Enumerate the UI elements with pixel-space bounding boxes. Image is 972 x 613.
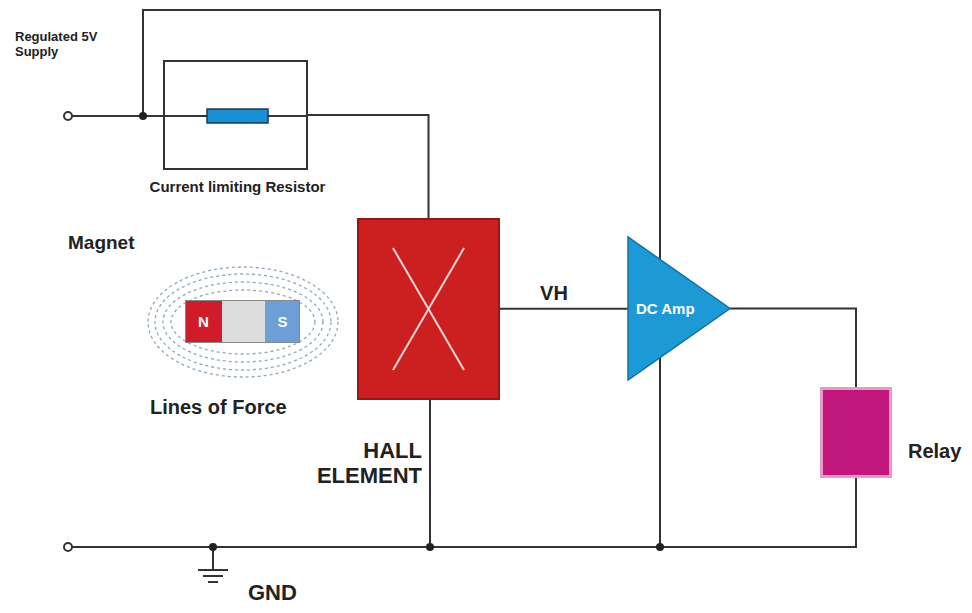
supply-wires (64, 10, 857, 582)
resistor-lead (163, 115, 207, 117)
junction-dot (139, 112, 147, 120)
field-line (148, 267, 338, 377)
resistor-caption: Current limiting Resistor (145, 178, 330, 195)
junction-dot (656, 543, 664, 551)
supply-terminal (64, 112, 72, 120)
hall-element: HALL ELEMENT (357, 218, 500, 400)
amp-shape (628, 237, 730, 380)
magnet-label: Magnet (68, 232, 135, 254)
magnet: NS (185, 300, 300, 343)
relay-label: Relay (908, 440, 961, 463)
supply-label: Regulated 5V Supply (15, 30, 115, 60)
ground-symbol (208, 581, 218, 583)
south-pole (265, 300, 300, 343)
hall-cross-line (393, 248, 464, 370)
north-pole (185, 300, 222, 343)
ground-rail (72, 546, 857, 548)
amp-ground-wire (659, 358, 661, 547)
hall-caption: HALL ELEMENT (292, 438, 422, 489)
hall-cross-line (393, 248, 464, 370)
resistor-box: Current limiting Resistor (163, 60, 308, 170)
relay-coil: Relay (820, 387, 892, 478)
junction-dot (209, 543, 217, 551)
ground-label: GND (248, 580, 297, 605)
wire (500, 308, 628, 310)
field-line (155, 274, 331, 370)
hall-ground-wire (429, 400, 431, 547)
relay-ground-wire (855, 478, 857, 547)
field-label: Lines of Force (150, 396, 287, 419)
magnet-outline (186, 301, 300, 343)
wire (730, 309, 856, 388)
resistor-lead (268, 115, 308, 117)
wire (308, 115, 429, 218)
amp-label: DC Amp (636, 300, 708, 317)
signal-label: VH (540, 282, 568, 305)
field-line (171, 290, 315, 354)
field-line (163, 282, 323, 362)
ground-symbol (203, 575, 223, 577)
field-lines (148, 267, 338, 377)
dc-amplifier: DC Amp (628, 237, 730, 380)
junction-dots (139, 112, 664, 551)
junction-dot (426, 543, 434, 551)
ground-symbol (198, 569, 228, 571)
pole-label: N (185, 313, 222, 330)
ground-terminal (64, 543, 72, 551)
magnet-middle (222, 300, 265, 343)
resistor-symbol (207, 109, 268, 123)
hall-cross (359, 220, 498, 398)
supply-wire (72, 115, 163, 117)
pole-label: S (265, 313, 300, 330)
